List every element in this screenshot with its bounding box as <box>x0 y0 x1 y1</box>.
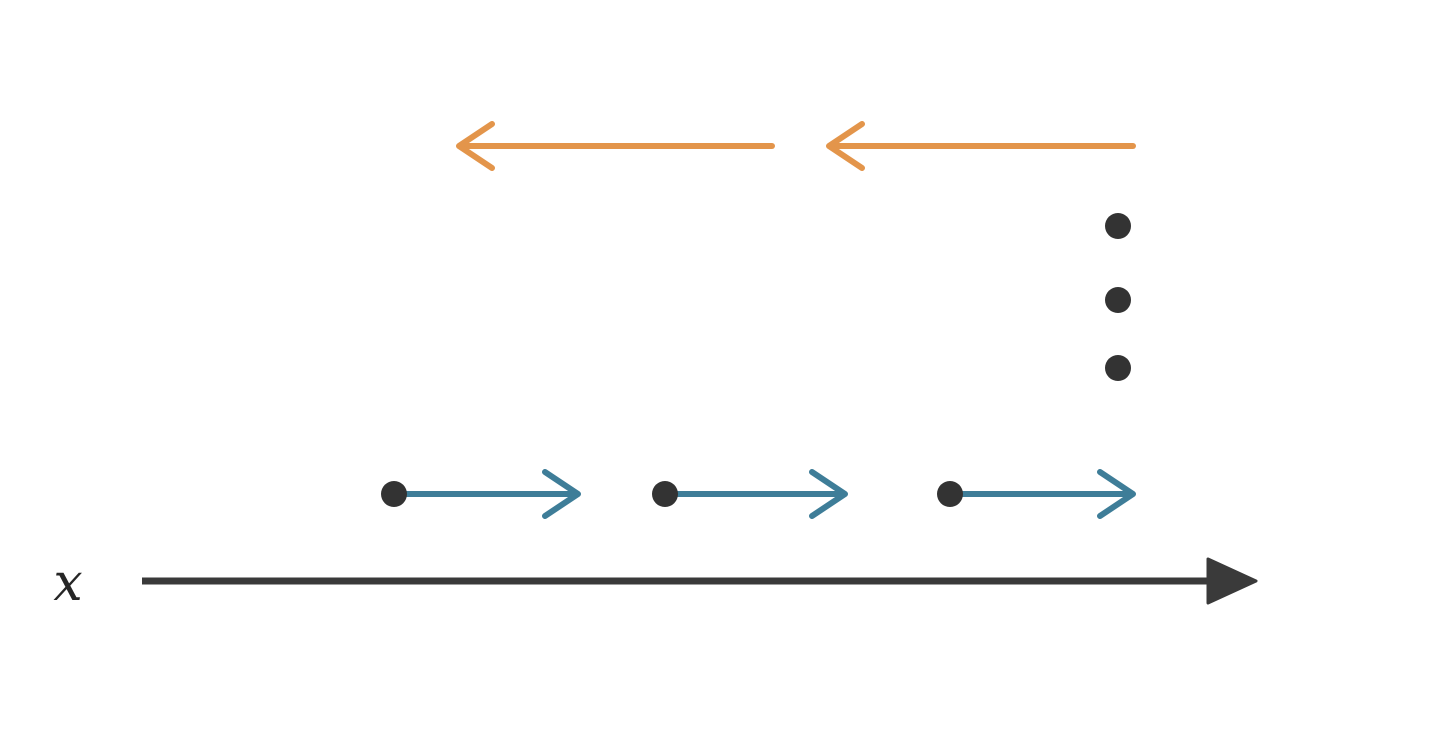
ellipsis-dot-1 <box>1105 213 1131 239</box>
ellipsis-dot-3 <box>1105 355 1131 381</box>
forward-arrow-3[interactable] <box>937 469 1136 519</box>
x-axis <box>142 557 1258 605</box>
forward-arrow-1-start-dot <box>381 481 407 507</box>
x-axis-label: x <box>53 553 82 613</box>
forward-arrow-2-head <box>809 469 848 519</box>
backward-arrow-group <box>456 121 1136 171</box>
forward-arrow-group <box>381 469 1136 519</box>
forward-arrow-2[interactable] <box>652 469 848 519</box>
forward-arrow-3-start-dot <box>937 481 963 507</box>
x-axis-arrowhead-icon <box>1206 557 1258 605</box>
backward-arrow-1[interactable] <box>456 121 775 171</box>
forward-arrow-1[interactable] <box>381 469 581 519</box>
ellipsis-dot-2 <box>1105 287 1131 313</box>
vertical-ellipsis-group <box>1105 213 1131 381</box>
backward-arrow-2-head <box>826 121 865 171</box>
backward-arrow-2[interactable] <box>826 121 1136 171</box>
forward-arrow-1-head <box>542 469 581 519</box>
forward-arrow-3-head <box>1097 469 1136 519</box>
forward-arrow-2-start-dot <box>652 481 678 507</box>
backward-arrow-1-head <box>456 121 495 171</box>
